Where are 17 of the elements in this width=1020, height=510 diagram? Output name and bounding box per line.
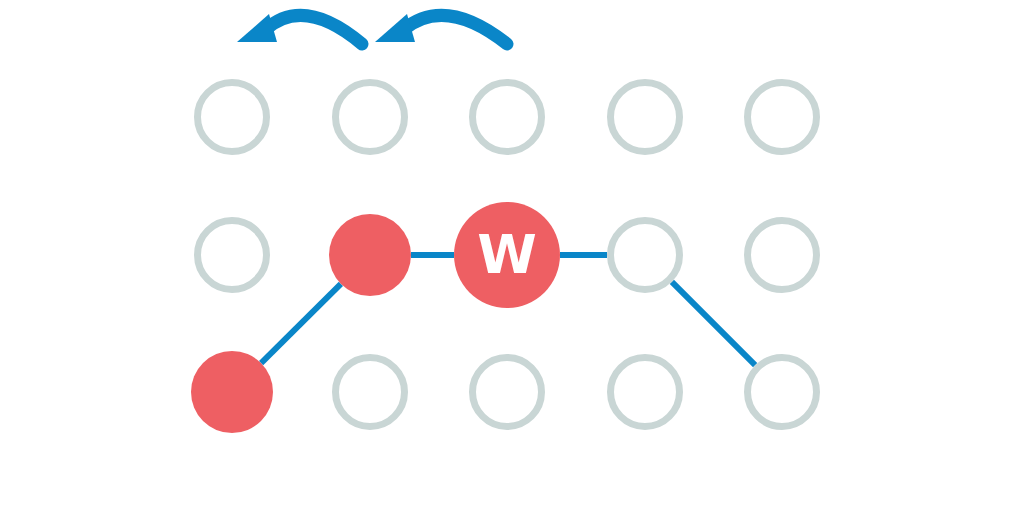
empty-circle [194,217,270,293]
empty-circle [469,354,545,430]
empty-circle [469,79,545,155]
empty-circle [607,79,683,155]
empty-circle [332,79,408,155]
empty-circle [607,217,683,293]
empty-circle [607,354,683,430]
empty-circle [744,79,820,155]
empty-circle [744,217,820,293]
empty-circle [744,354,820,430]
empty-circle [332,354,408,430]
empty-circle [194,79,270,155]
connector-line [411,252,454,258]
connector-line [669,279,758,368]
connector-line [560,252,607,258]
marker-letter: W [477,228,537,282]
connector-line [259,281,343,366]
